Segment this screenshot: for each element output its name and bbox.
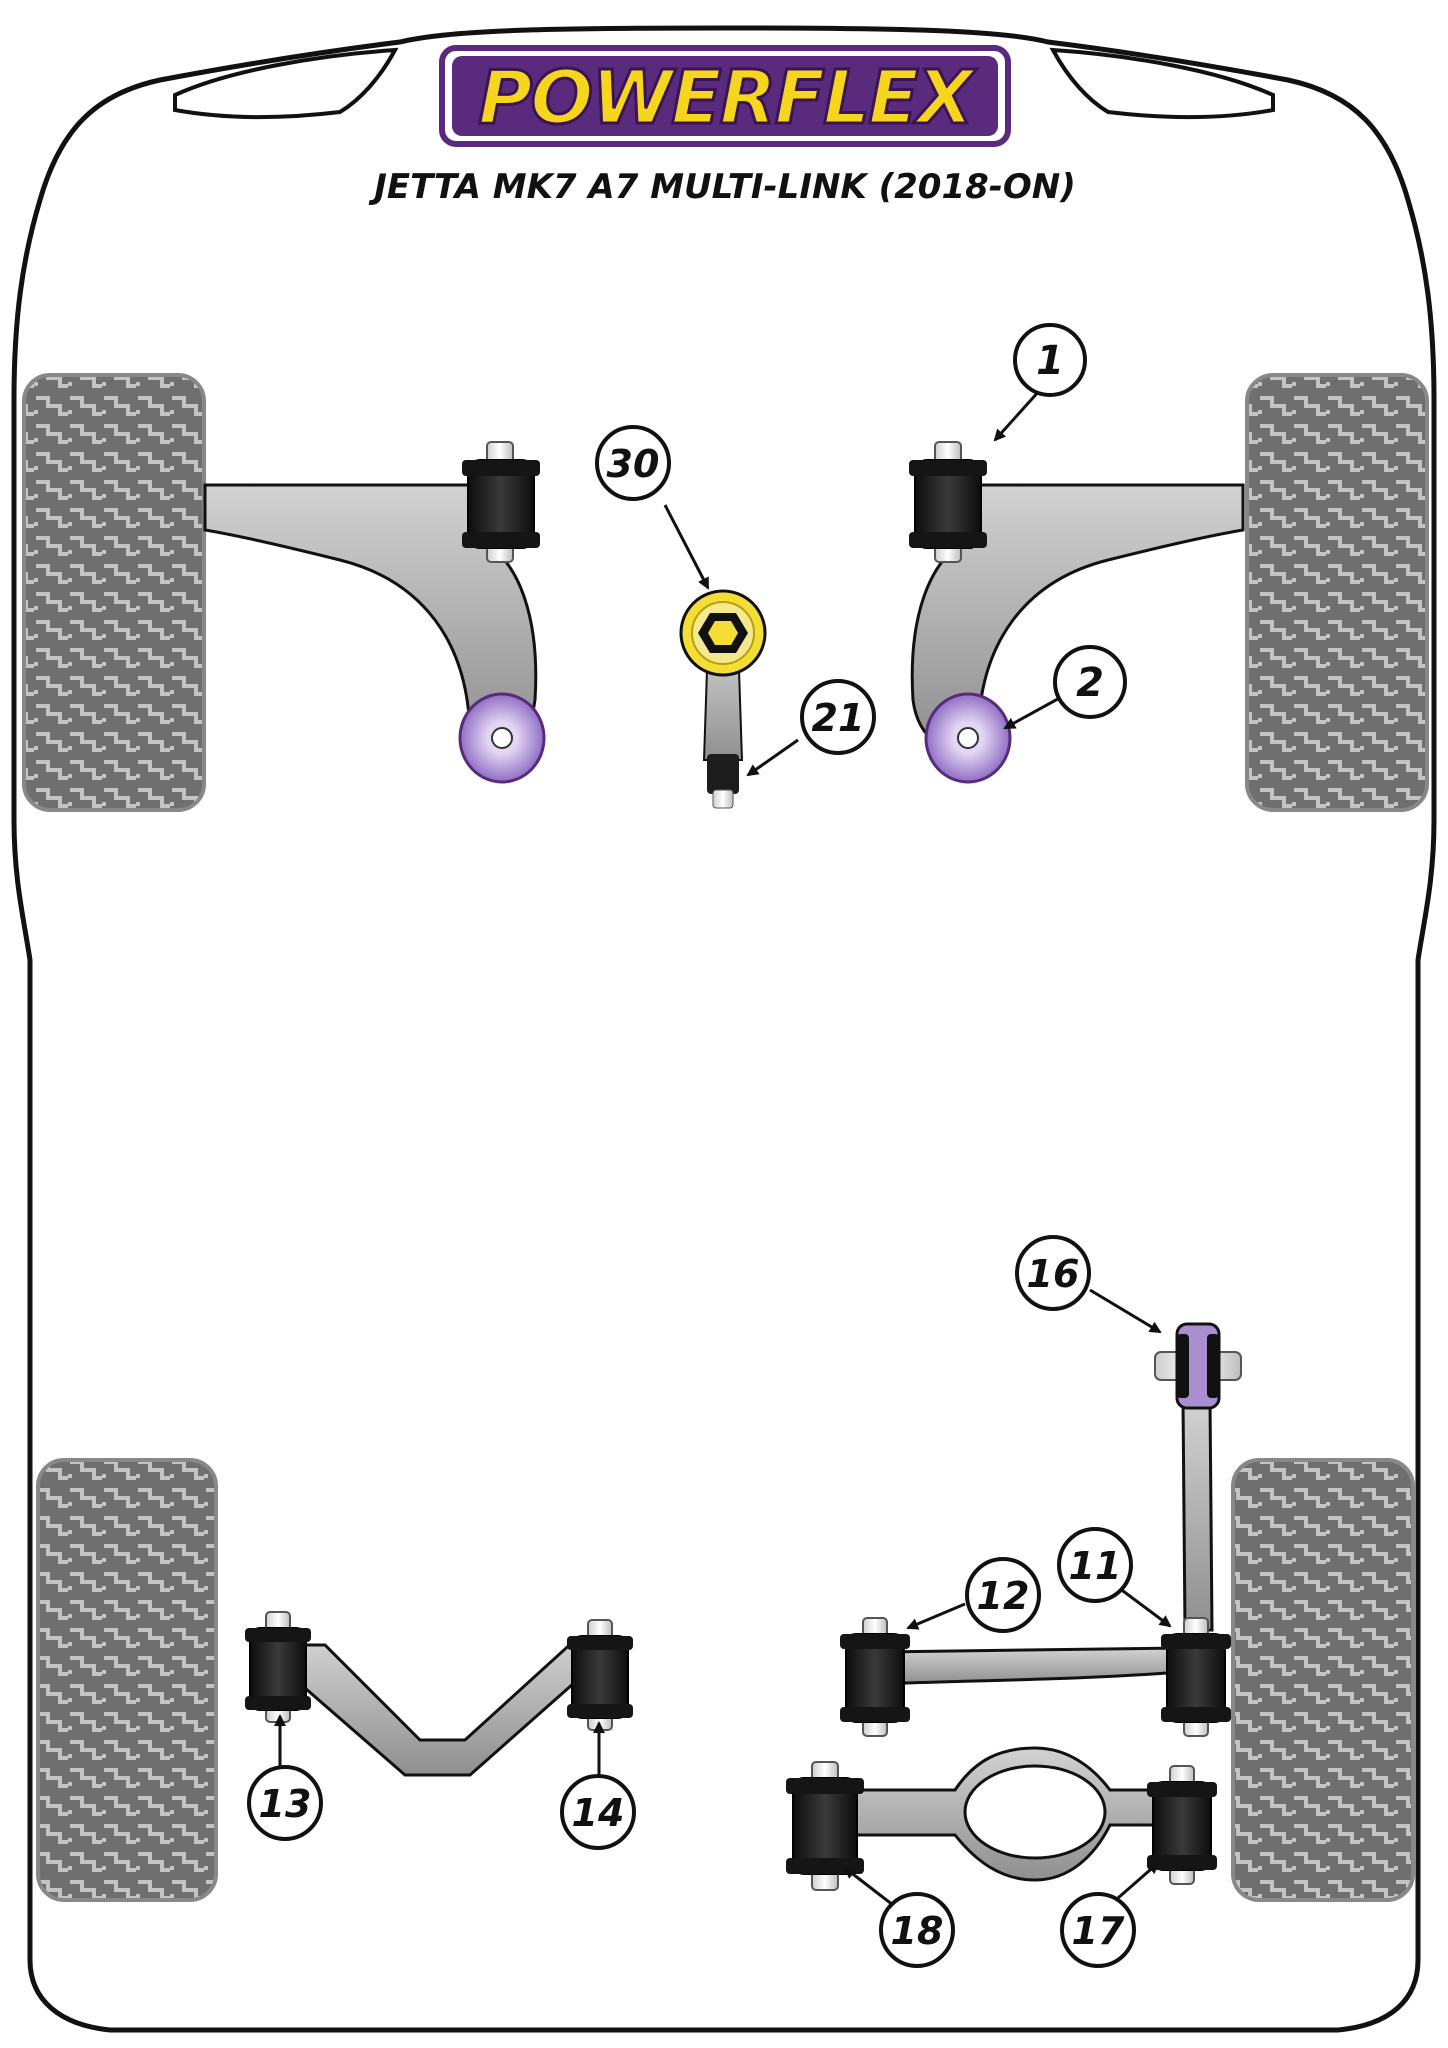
badge-1-label: 1 [1036,338,1064,384]
badge-21: 21 [800,679,876,755]
badge-11-label: 11 [1069,1544,1122,1588]
callout-arrows [274,388,1172,1907]
car-body-outline [11,25,1437,2033]
lower-arm-cutout [963,1764,1107,1860]
badge-14-label: 14 [572,1791,625,1835]
badge-17-label: 17 [1072,1909,1125,1953]
diagram-title: JETTA MK7 A7 MULTI-LINK (2018-ON) [368,167,1076,207]
badge-18: 18 [879,1892,955,1968]
rear-right-bush-17 [1147,1765,1217,1885]
badge-13: 13 [247,1765,323,1841]
rear-right-bush-18 [786,1761,864,1891]
badge-21-label: 21 [812,696,865,740]
badge-17: 17 [1060,1892,1136,1968]
rear-right-vertical-link [1181,1398,1214,1632]
front-right-rear-bush [924,692,1012,784]
rear-right-wheel [1231,1458,1415,1902]
front-right-wheel [1245,373,1429,812]
rear-right-bush-16 [1154,1322,1242,1410]
right-headlight [1049,47,1275,119]
badge-18-label: 18 [891,1909,944,1953]
front-right-upper-bush [909,441,987,563]
front-left-wheel [22,373,206,812]
logo-text: POWERFLEX [478,55,978,141]
badge-13-label: 13 [259,1782,312,1826]
front-left-upper-bush [462,441,540,563]
badge-2-label: 2 [1076,660,1104,706]
badge-30: 30 [595,425,671,501]
rear-left-bush-13 [245,1611,311,1723]
badge-12: 12 [965,1557,1041,1633]
badge-30-label: 30 [607,442,660,486]
badge-14: 14 [560,1774,636,1850]
rear-right-bush-12 [840,1617,910,1737]
badge-2: 2 [1053,645,1127,719]
engine-mount-dogbone [679,589,767,809]
badge-11: 11 [1057,1527,1133,1603]
left-headlight [173,47,399,119]
badge-12-label: 12 [977,1574,1030,1618]
rear-right-bush-11 [1161,1617,1231,1737]
badge-1: 1 [1013,323,1087,397]
front-left-rear-bush [458,692,546,784]
badge-16: 16 [1015,1235,1091,1311]
rear-left-wheel [36,1458,218,1902]
badge-16-label: 16 [1027,1252,1080,1296]
rear-left-bush-14 [567,1619,633,1731]
powerflex-logo: POWERFLEX [439,45,1011,147]
